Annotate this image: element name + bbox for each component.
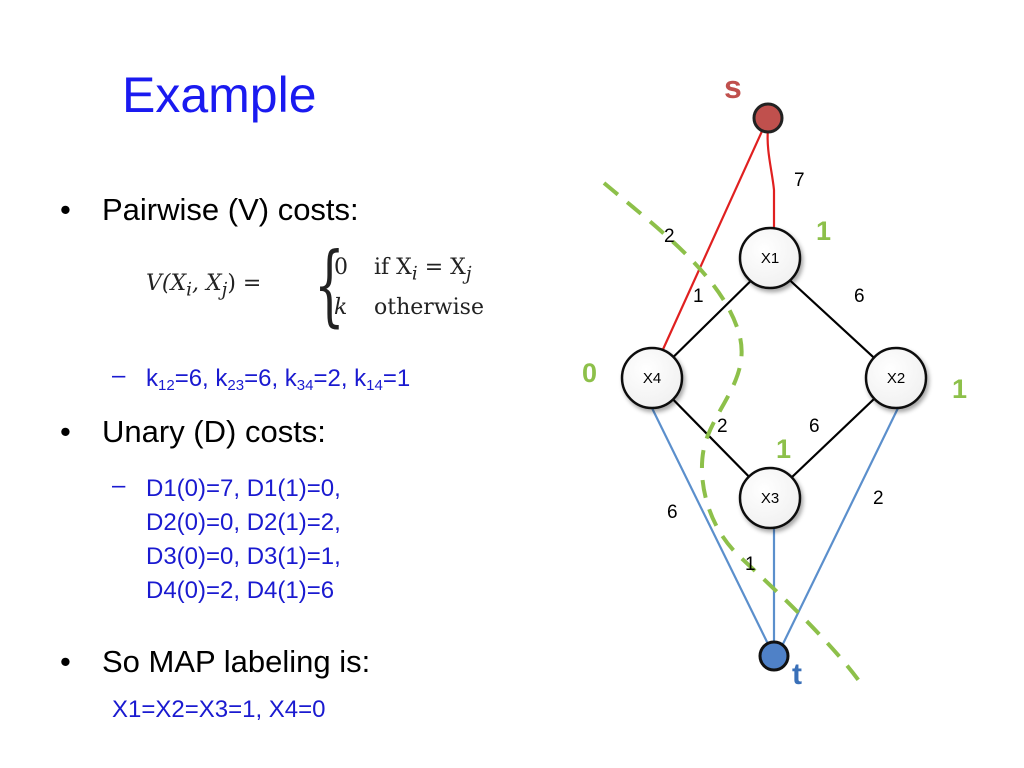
assignment-x3: 1: [776, 434, 791, 464]
edge-s-x1: [766, 127, 776, 232]
node-x2-label: X2: [887, 370, 905, 387]
bullet-map-text: So MAP labeling is:: [102, 644, 371, 679]
edge-x2-t: [779, 403, 901, 651]
pairwise-values-text: k12=6, k23=6, k34=2, k14=1: [146, 365, 411, 394]
slide-title: Example: [122, 67, 317, 123]
weight-x4-t: 6: [667, 502, 678, 523]
formula-lhs: V(Xi, Xj) =: [146, 271, 262, 301]
map-answer: X1=X2=X3=1, X4=0: [112, 696, 326, 723]
weight-x4-x3: 2: [717, 416, 728, 437]
node-x4-label: X4: [643, 370, 661, 387]
formula-case2-value: k: [334, 295, 348, 320]
unary-line: D3(0)=0, D3(1)=1,: [146, 543, 341, 570]
formula-case2-condition: otherwise: [374, 295, 484, 320]
edge-s-x4: [648, 117, 770, 379]
assignment-x4: 0: [582, 358, 597, 388]
weight-s-x4: 2: [664, 226, 675, 247]
assignment-x2: 1: [952, 374, 967, 404]
weight-x1-x4: 1: [693, 286, 704, 307]
sink-label: t: [792, 658, 802, 691]
node-x3: X3: [738, 466, 802, 530]
weight-x2-x3: 6: [809, 416, 820, 437]
assignment-x1: 1: [816, 216, 831, 246]
weight-s-x1: 7: [794, 170, 805, 191]
formula-case1-condition: if Xi = Xj: [374, 255, 472, 285]
source-node: [752, 102, 784, 134]
source-label: s: [724, 69, 742, 105]
node-x2: X2: [864, 346, 928, 410]
formula-brace: {: [314, 233, 345, 336]
node-x1: X1: [738, 226, 802, 290]
node-x1-label: X1: [761, 250, 779, 267]
bullet-glyph: •: [60, 414, 71, 449]
formula-case1-value: 0: [334, 255, 348, 280]
unary-line: D4(0)=2, D4(1)=6: [146, 577, 335, 604]
dash-glyph: –: [112, 472, 126, 499]
cut-line: [602, 181, 864, 687]
unary-line: D1(0)=7, D1(1)=0,: [146, 475, 341, 502]
node-x3-label: X3: [761, 490, 779, 507]
bullet-pairwise-text: Pairwise (V) costs:: [102, 192, 359, 227]
pairwise-formula: V(Xi, Xj) = { 0 if Xi = Xj k otherwise: [146, 241, 526, 339]
unary-line: D2(0)=0, D2(1)=2,: [146, 509, 341, 536]
sink-node: [758, 640, 790, 672]
bullet-unary-text: Unary (D) costs:: [102, 414, 326, 449]
weight-x1-x2: 6: [854, 286, 865, 307]
edge-x4-t: [649, 403, 771, 649]
weight-x3-t: 1: [745, 554, 756, 575]
node-x4: X4: [620, 346, 684, 410]
bullet-glyph: •: [60, 192, 71, 227]
dash-glyph: –: [112, 362, 126, 389]
unary-values-text: D1(0)=7, D1(1)=0, D2(0)=0, D2(1)=2, D3(0…: [146, 472, 341, 608]
weight-x2-t: 2: [873, 488, 884, 509]
bullet-glyph: •: [60, 644, 71, 679]
